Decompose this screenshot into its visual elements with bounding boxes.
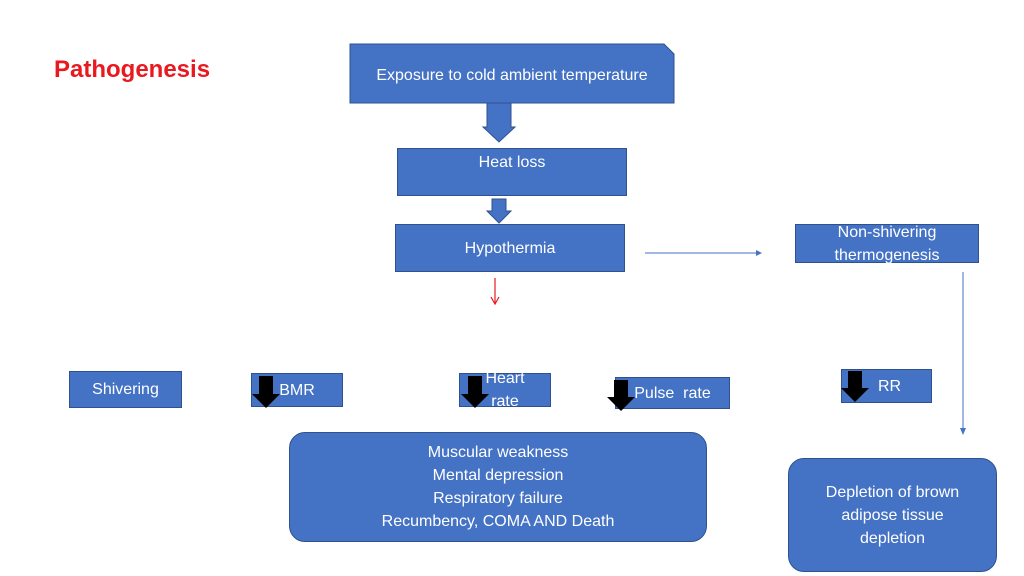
pulse-rate-label: Pulse rate — [634, 384, 711, 402]
depletion-node: Depletion of brown adipose tissue deplet… — [788, 458, 997, 572]
heat-loss-node: Heat loss — [397, 148, 627, 196]
rr-label: RR — [877, 377, 902, 395]
pulse-rate-decrease-arrow-icon — [607, 380, 635, 411]
exposure-box-shape — [349, 43, 675, 104]
exposure-label: Exposure to cold ambient temperature — [376, 66, 648, 84]
heart-rate-decrease-arrow-icon — [461, 376, 489, 408]
bmr-decrease-arrow-icon — [252, 376, 280, 408]
non-shivering-label: Non-shivering thermogenesis — [834, 223, 940, 264]
hypothermia-node: Hypothermia — [395, 224, 625, 272]
non-shivering-node: Non-shivering thermogenesis — [795, 224, 979, 264]
connector-nonshivering-depletion — [960, 272, 966, 435]
hypothermia-label: Hypothermia — [464, 239, 556, 257]
connector-hypothermia-nonshivering — [645, 250, 762, 256]
block-arrow-exposure-heatloss — [481, 102, 517, 143]
shivering-node: Shivering — [69, 371, 182, 408]
exposure-node: Exposure to cold ambient temperature — [350, 46, 674, 104]
block-arrow-heatloss-hypothermia — [485, 198, 513, 224]
rr-decrease-arrow-icon — [841, 371, 869, 402]
page-title: Pathogenesis — [54, 56, 211, 83]
depletion-label: Depletion of brown adipose tissue deplet… — [825, 483, 960, 547]
heat-loss-label: Heat loss — [478, 154, 546, 171]
effects-label: Muscular weakness Mental depression Resp… — [381, 444, 615, 530]
heart-rate-label: Heart rate — [485, 370, 525, 410]
pulse-rate-node: Pulse rate — [615, 377, 730, 409]
bmr-label: BMR — [279, 381, 315, 399]
shivering-label: Shivering — [92, 381, 159, 398]
effects-node: Muscular weakness Mental depression Resp… — [289, 432, 707, 542]
red-down-arrow — [490, 278, 500, 306]
